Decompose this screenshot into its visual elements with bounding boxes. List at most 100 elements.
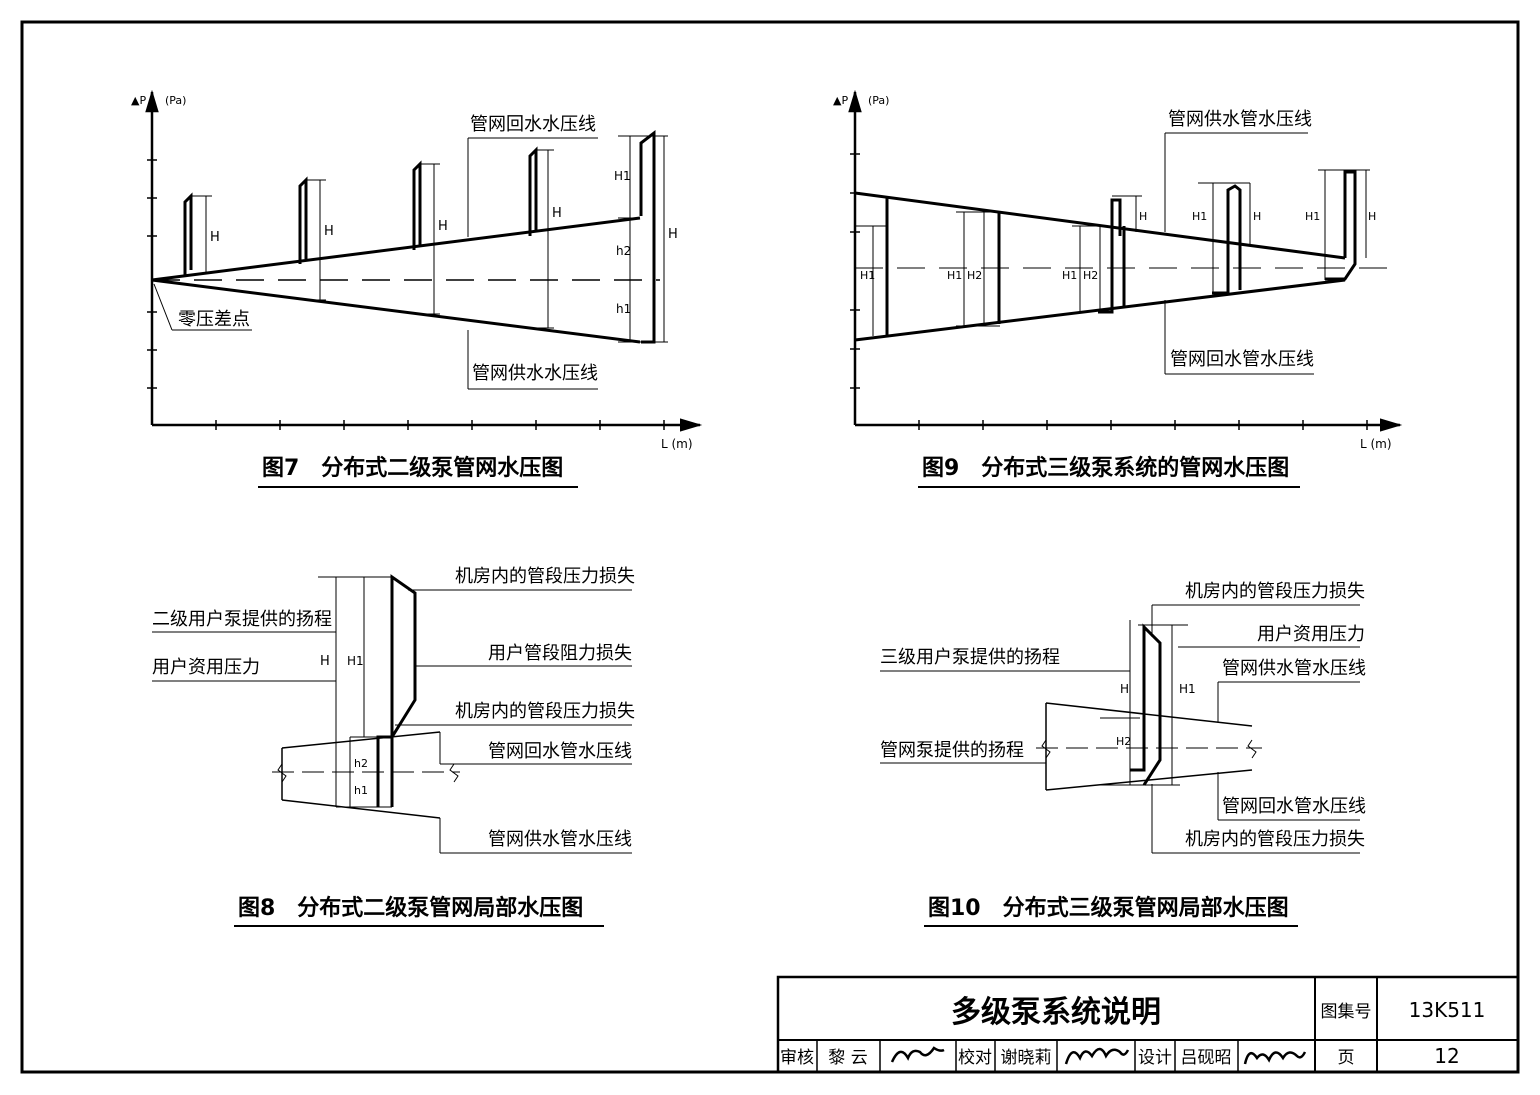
fig8-symbol-H: H — [320, 654, 330, 669]
fig9-symbol-H2: H2 — [1083, 269, 1098, 282]
reviewer-name: 黎 云 — [828, 1048, 867, 1068]
fig9-y-label: ▲P — [833, 94, 848, 107]
fig7-user-branches — [183, 129, 656, 344]
fig8-caption: 图8 分布式二级泵管网局部水压图 — [238, 895, 583, 921]
title-block-frame — [776, 975, 1520, 1074]
fig10-label-network-pump-head: 管网泵提供的扬程 — [880, 740, 1024, 761]
review-label: 审核 — [780, 1048, 814, 1068]
fig9-symbol-H: H — [1253, 210, 1261, 223]
fig10-symbols: H H1 H2 — [1116, 682, 1196, 748]
designer-name: 吕砚昭 — [1181, 1048, 1232, 1068]
fig9-verticals — [885, 170, 1357, 336]
fig8-label-return-line: 管网回水管水压线 — [488, 741, 632, 762]
fig10-label-return-line: 管网回水管水压线 — [1222, 796, 1366, 817]
fig7-symbols: H H H H H1 h2 h1 H — [210, 169, 678, 316]
fig10-dimension-lines — [1100, 620, 1188, 786]
fig7-supply-line-label: 管网供水水压线 — [472, 363, 598, 384]
fig7-zero-point-label: 零压差点 — [178, 309, 250, 330]
fig8-label-user-available-pressure: 用户资用压力 — [152, 657, 260, 678]
checker-signature — [1064, 1047, 1130, 1065]
fig9-symbol-H2: H2 — [967, 269, 982, 282]
fig8-symbols: H H1 h2 h1 — [320, 654, 368, 797]
fig10-caption: 图10 分布式三级泵管网局部水压图 — [928, 895, 1289, 921]
fig9-symbols: H1 H1 H2 H1 H2 H H1 H H1 H — [860, 210, 1376, 282]
fig10-label-tertiary-pump-head: 三级用户泵提供的扬程 — [880, 647, 1060, 668]
fig7-symbol-H: H — [210, 230, 220, 245]
fig9-symbol-H1: H1 — [1192, 210, 1207, 223]
fig7-symbol-H1: H1 — [614, 169, 631, 183]
sheet-border — [20, 20, 1520, 1074]
fig8-leaders — [152, 589, 632, 854]
figure-7: ▲P (Pa) L (m) H H H H H1 h2 — [131, 89, 703, 488]
fig7-symbol-h1: h1 — [616, 302, 631, 316]
fig7-symbol-H: H — [324, 224, 334, 239]
fig7-x-ticks — [215, 420, 665, 430]
figure-9: ▲P (Pa) L (m) H1 H1 — [833, 89, 1403, 488]
figure-10: H H1 H2 机房内的管段压力损失 用户资用压力 三级用户泵提供的扬程 管网供… — [880, 581, 1366, 927]
title-block-dividers — [816, 1040, 1239, 1072]
fig10-symbol-H1: H1 — [1179, 682, 1196, 696]
fig7-symbol-H: H — [668, 227, 678, 242]
atlas-label: 图集号 — [1321, 1002, 1372, 1022]
fig9-x-ticks — [918, 420, 1368, 430]
fig10-label-machine-room-loss-bottom: 机房内的管段压力损失 — [1185, 829, 1365, 850]
fig8-symbol-H1: H1 — [347, 654, 364, 668]
fig8-label-machine-room-loss-top: 机房内的管段压力损失 — [455, 566, 635, 587]
fig7-y-ticks — [147, 159, 157, 389]
designer-signature — [1243, 1051, 1307, 1065]
fig8-label-secondary-pump-head: 二级用户泵提供的扬程 — [152, 609, 332, 630]
fig8-pipe-lines — [281, 731, 441, 819]
fig10-break-lines — [1036, 739, 1262, 759]
fig9-symbol-H1: H1 — [1305, 210, 1320, 223]
checker-name: 谢晓莉 — [1001, 1048, 1052, 1068]
fig7-return-line-label: 管网回水水压线 — [470, 114, 596, 135]
fig10-leaders — [880, 604, 1360, 854]
fig9-symbol-H: H — [1368, 210, 1376, 223]
fig7-y-unit: (Pa) — [165, 94, 186, 107]
atlas-number: 13K511 — [1409, 998, 1486, 1022]
fig9-x-label: L (m) — [1360, 437, 1392, 451]
drawing-title: 多级泵系统说明 — [951, 995, 1161, 1030]
fig7-y-label: ▲P — [131, 94, 146, 107]
fig7-caption: 图7 分布式二级泵管网水压图 — [262, 455, 563, 481]
fig10-label-user-available-pressure: 用户资用压力 — [1257, 624, 1365, 645]
check-label: 校对 — [958, 1048, 992, 1068]
fig9-dimension-lines — [855, 169, 1370, 336]
fig9-return-line-label: 管网回水管水压线 — [1170, 349, 1314, 370]
fig9-symbol-H1: H1 — [860, 269, 875, 282]
fig8-dimension-lines — [318, 576, 392, 808]
fig9-y-unit: (Pa) — [868, 94, 889, 107]
fig7-dimension-lines — [192, 135, 668, 343]
fig8-label-user-pipe-loss: 用户管段阻力损失 — [488, 643, 632, 664]
fig10-symbol-H2: H2 — [1116, 735, 1131, 748]
fig7-supply-line — [151, 278, 641, 344]
fig9-symbol-H: H — [1139, 210, 1147, 223]
fig9-caption: 图9 分布式三级泵系统的管网水压图 — [922, 455, 1289, 481]
fig10-label-supply-line: 管网供水管水压线 — [1222, 658, 1366, 679]
fig10-branch — [1130, 623, 1162, 786]
reviewer-signature — [890, 1046, 945, 1063]
page-number: 12 — [1434, 1044, 1459, 1068]
fig10-label-machine-room-loss-top: 机房内的管段压力损失 — [1185, 581, 1365, 602]
fig7-symbol-h2: h2 — [616, 244, 631, 258]
fig7-return-line — [151, 216, 641, 282]
fig9-symbol-H1: H1 — [1062, 269, 1077, 282]
figure-8: H H1 h2 h1 机房内的管段压力损失 二级用户泵提供的扬程 用户资用压力 … — [152, 566, 635, 927]
fig10-symbol-H: H — [1120, 682, 1129, 696]
design-label: 设计 — [1138, 1048, 1172, 1068]
fig7-x-label: L (m) — [661, 437, 693, 451]
fig8-symbol-h2: h2 — [354, 757, 368, 770]
fig9-symbol-H1: H1 — [947, 269, 962, 282]
fig7-symbol-H: H — [552, 206, 562, 221]
fig7-symbol-H: H — [438, 219, 448, 234]
fig9-y-ticks — [850, 153, 860, 389]
fig8-label-supply-line: 管网供水管水压线 — [488, 829, 632, 850]
fig7-zero-leader — [153, 283, 173, 331]
page-label: 页 — [1338, 1048, 1355, 1068]
fig9-supply-line-label: 管网供水管水压线 — [1168, 109, 1312, 130]
title-block: 多级泵系统说明 图集号 13K511 审核 黎 云 校对 谢晓莉 设计 吕砚昭 … — [776, 975, 1520, 1074]
fig8-symbol-h1: h1 — [354, 784, 368, 797]
fig8-label-machine-room-loss-mid: 机房内的管段压力损失 — [455, 701, 635, 722]
fig8-break-lines — [272, 763, 460, 783]
